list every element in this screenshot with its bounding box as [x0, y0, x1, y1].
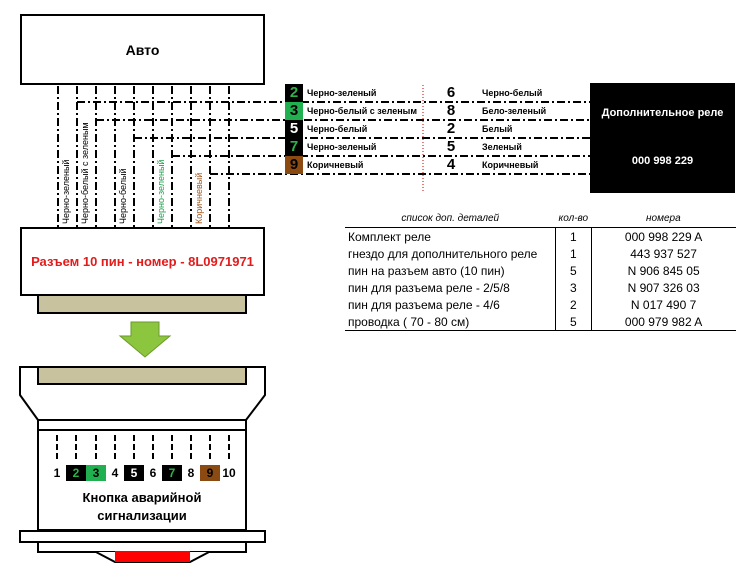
part-name: пин для разъема реле - 2/5/8 — [348, 280, 510, 295]
button-pin-number: 2 — [66, 465, 86, 481]
button-pin-number: 8 — [187, 466, 195, 480]
relay-wire-name: Бело-зеленый — [482, 106, 547, 116]
wire-name: Коричневый — [307, 160, 364, 170]
part-number: N 907 326 03 — [627, 280, 700, 295]
button-label-line2: сигнализации — [97, 508, 187, 523]
part-name: Комплект реле — [345, 227, 556, 245]
wire-pin-badge: 9 — [285, 156, 303, 174]
part-number: 443 937 527 — [630, 246, 697, 261]
header-parts: список доп. деталей — [401, 213, 500, 224]
auto-box: Авто — [20, 14, 265, 85]
button-pin-number: 9 — [200, 465, 220, 481]
relay-number: 000 998 229 — [631, 155, 694, 167]
part-name: пин для разъема реле - 4/6 — [348, 297, 500, 312]
table-row: пин для разъема реле - 2/5/8 3 N 907 326 0… — [345, 279, 736, 296]
part-qty: 3 — [555, 279, 592, 296]
vertical-wire-label: Черно-белый с зеленым — [80, 122, 90, 224]
table-row: пин для разъема реле - 4/6 2 N 017 490 7 — [345, 296, 736, 313]
relay-pin-number: 5 — [446, 138, 456, 155]
button-pin-number: 7 — [162, 465, 182, 481]
part-number: N 906 845 05 — [627, 263, 700, 278]
wire-pin-badge: 7 — [285, 138, 303, 156]
wire-pin-badge: 3 — [285, 102, 303, 120]
relay-box: Дополнительное реле 000 998 229 — [590, 83, 735, 193]
wire-name: Черно-зеленый — [307, 142, 377, 152]
vertical-wire-label: Коричневый — [194, 172, 204, 224]
button-pin-number: 10 — [222, 466, 236, 480]
wire-name: Черно-зеленый — [307, 88, 377, 98]
part-qty: 2 — [555, 296, 592, 313]
button-pin-number: 3 — [86, 465, 106, 481]
wire-pin-badge: 5 — [285, 120, 303, 138]
button-label-line1: Кнопка аварийной — [82, 490, 202, 505]
header-qty: кол-во — [558, 213, 589, 224]
part-qty: 1 — [555, 245, 592, 262]
button-pin-number: 5 — [124, 465, 144, 481]
part-number: 000 979 982 A — [591, 313, 736, 331]
vertical-wire-label: Черно-белый — [118, 168, 128, 225]
wire-pin-badge: 2 — [285, 84, 303, 102]
relay-wire-name: Белый — [482, 124, 513, 134]
vertical-wire-label: Черно-зеленый — [61, 159, 71, 224]
wire-name: Черно-белый — [307, 124, 368, 134]
part-qty: 5 — [555, 313, 592, 331]
part-name: пин на разъем авто (10 пин) — [348, 263, 505, 278]
relay-pin-number: 2 — [446, 120, 456, 137]
part-name: проводка ( 70 - 80 см) — [345, 313, 556, 331]
relay-pin-number: 6 — [446, 84, 456, 101]
connector-box: Разъем 10 пин - номер - 8L0971971 — [20, 227, 265, 296]
relay-wire-name: Коричневый — [482, 160, 539, 170]
part-name: гнездо для дополнительного реле — [348, 246, 538, 261]
arrow-down-icon — [118, 321, 172, 358]
auto-label: Авто — [125, 41, 160, 58]
table-row: пин на разъем авто (10 пин) 5 N 906 845 05 — [345, 262, 736, 279]
relay-wire-name: Черно-белый — [482, 88, 543, 98]
header-numbers: номера — [646, 213, 681, 224]
relay-pin-number: 4 — [446, 156, 456, 173]
wire-name: Черно-белый с зеленым — [307, 106, 418, 116]
button-pin-number: 4 — [111, 466, 119, 480]
part-qty: 5 — [555, 262, 592, 279]
relay-wire-name: Зеленый — [482, 142, 522, 152]
button-label: Кнопка аварийной сигнализации — [38, 489, 246, 525]
part-number: 000 998 229 A — [591, 227, 736, 245]
vertical-wire-label: Черно-зеленый — [156, 159, 166, 224]
parts-table: список доп. деталей кол-во номера Компле… — [345, 210, 736, 331]
button-pin-number: 1 — [53, 466, 61, 480]
relay-title: Дополнительное реле — [601, 107, 724, 119]
table-row: гнездо для дополнительного реле 1 443 937 … — [345, 245, 736, 262]
relay-pin-number: 8 — [446, 102, 456, 119]
part-qty: 1 — [555, 227, 592, 245]
part-number: N 017 490 7 — [630, 297, 697, 312]
connector-label: Разъем 10 пин - номер - 8L0971971 — [31, 254, 254, 269]
button-pin-number: 6 — [149, 466, 157, 480]
